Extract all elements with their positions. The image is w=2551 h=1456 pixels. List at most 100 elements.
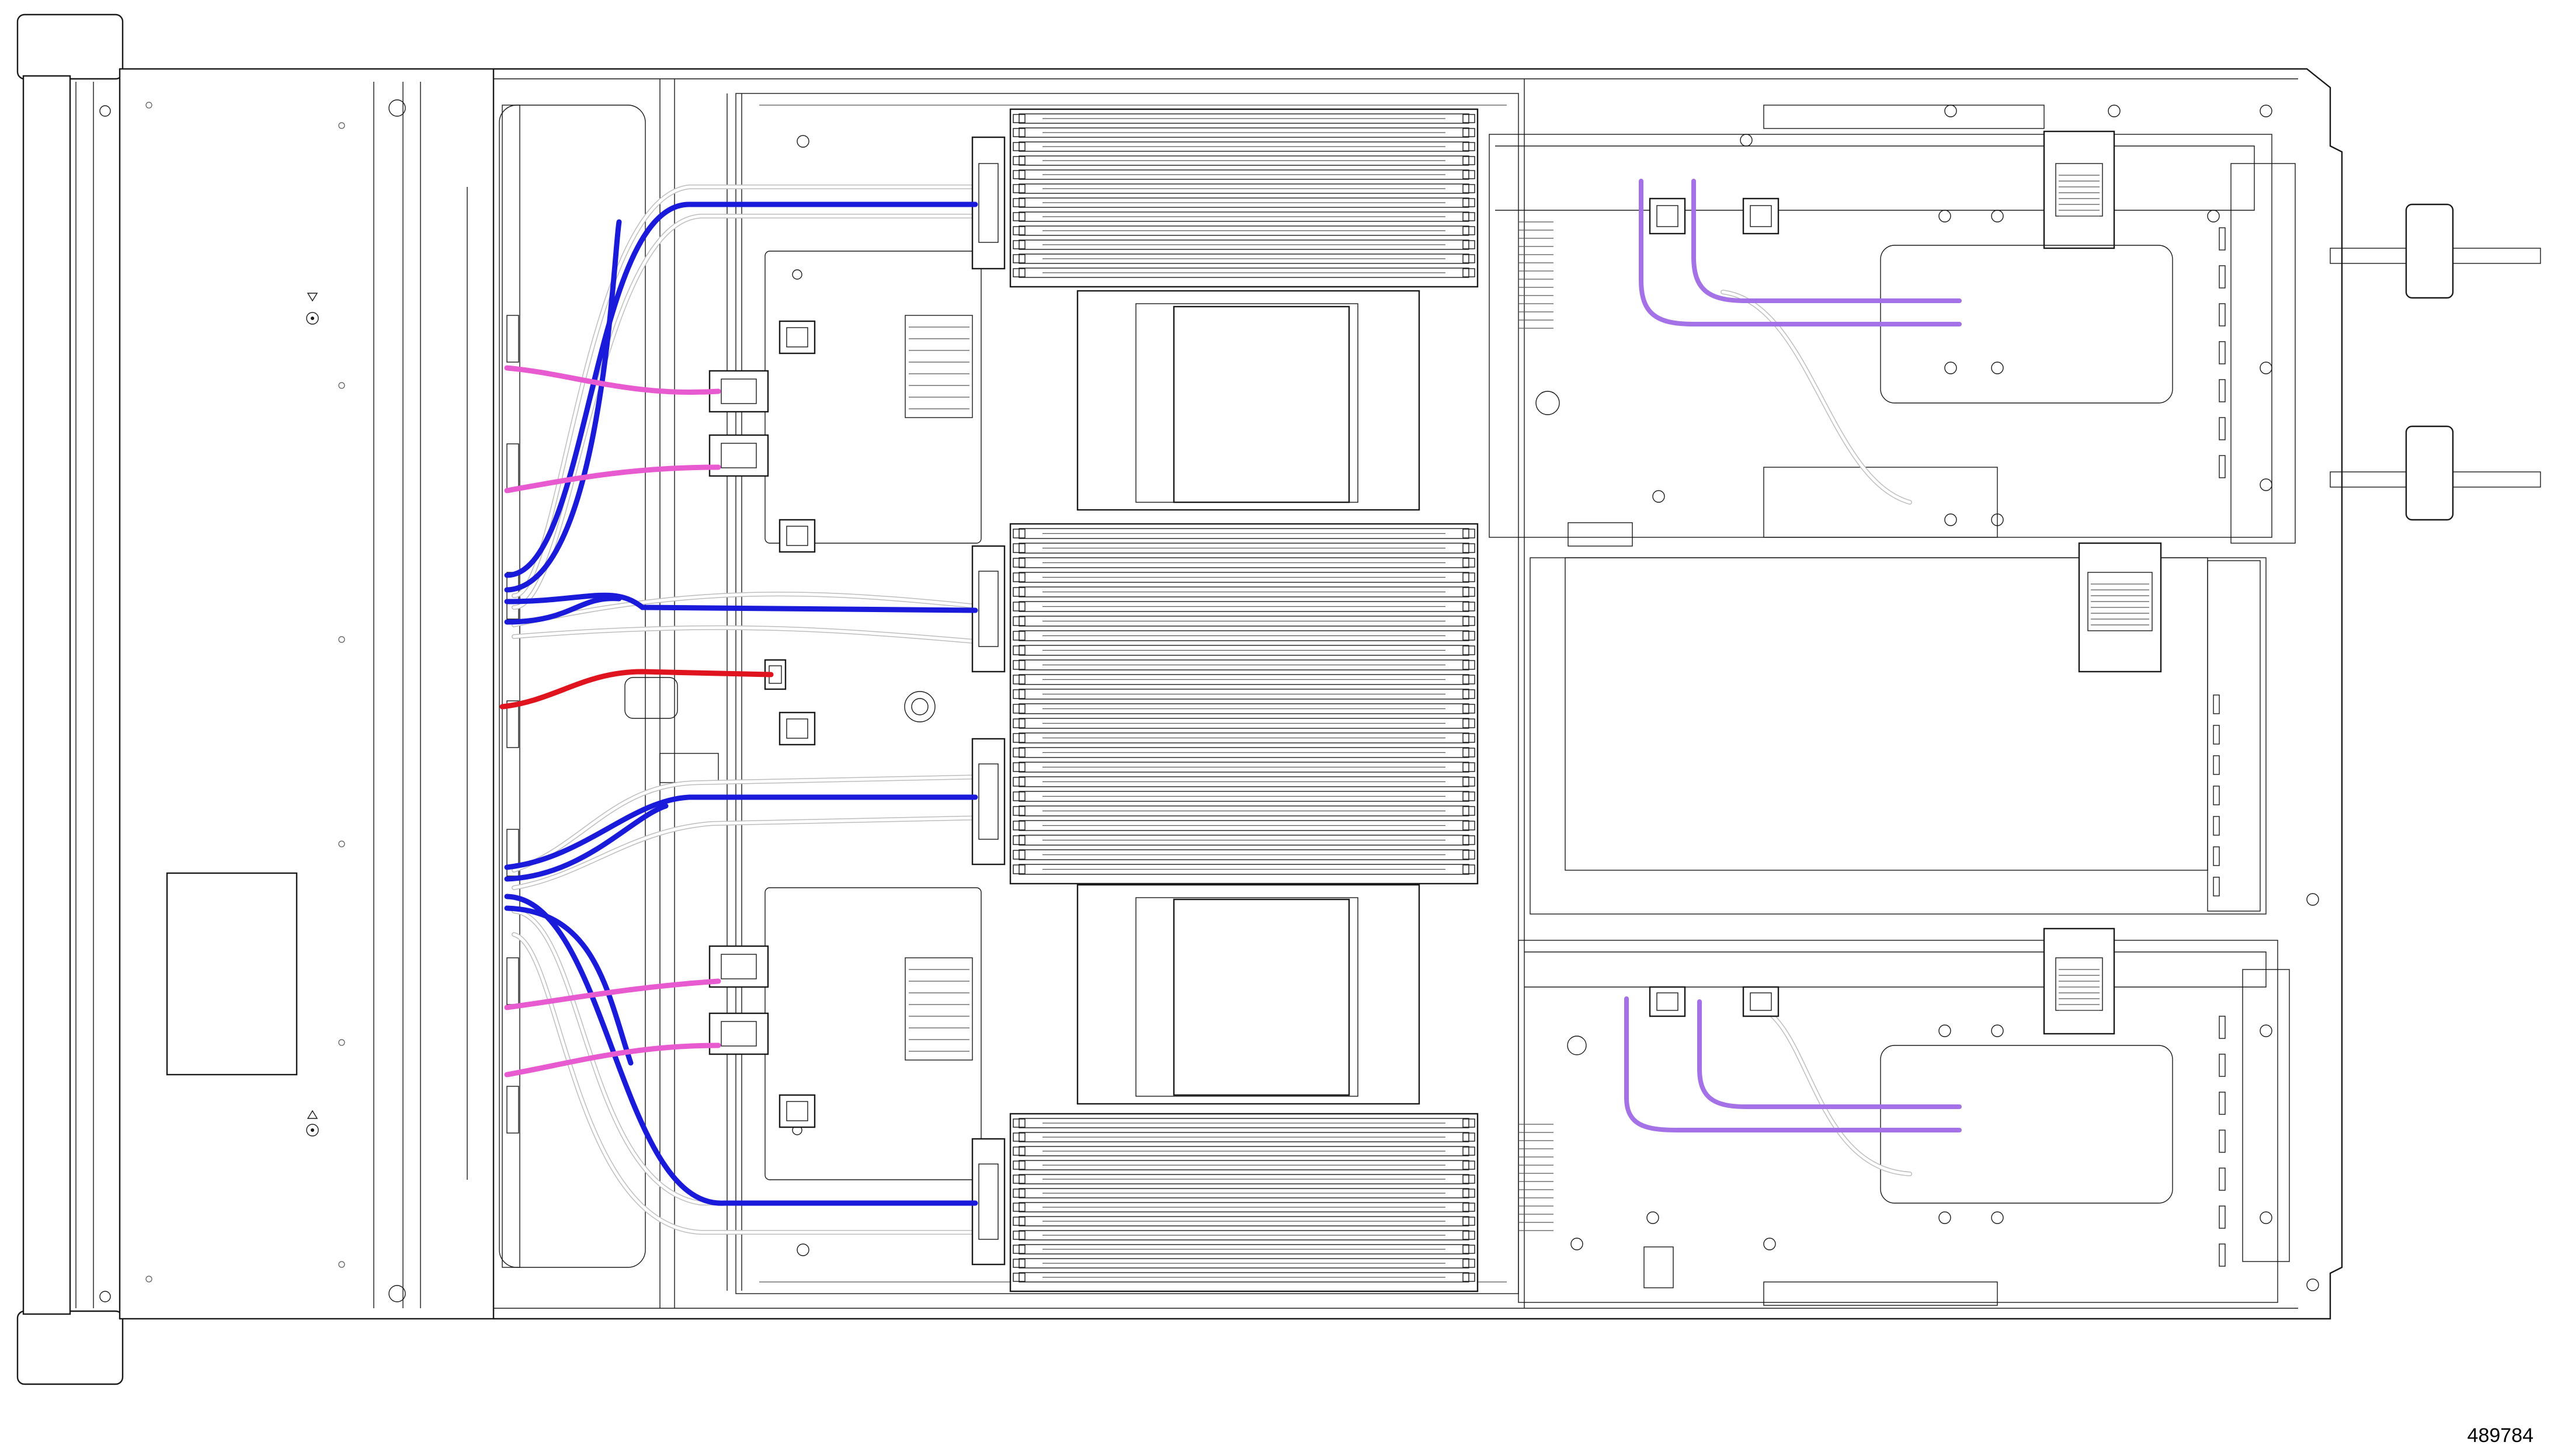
- riser-center: [1530, 542, 2267, 915]
- dimm-module-icon: [1019, 747, 1469, 758]
- screw-icon: [1535, 391, 1560, 415]
- dimm-bank: [1009, 1113, 1479, 1292]
- screw-icon: [1646, 1211, 1659, 1224]
- screw-icon: [1567, 1035, 1587, 1055]
- dimm-module-icon: [1019, 127, 1469, 138]
- blue-cable-8: [504, 905, 634, 1066]
- dimm-module-icon: [1019, 835, 1469, 846]
- dimm-module-icon: [1019, 239, 1469, 250]
- rear-handles: [2330, 203, 2541, 521]
- cpu-zone-top: [764, 251, 982, 544]
- cpu-heatsink-bottom: [1076, 884, 1420, 1105]
- right-details: [1518, 105, 2319, 1291]
- cpu-zone-bottom: [764, 887, 982, 1180]
- dimm-module-icon: [1019, 1244, 1469, 1255]
- screw-icon: [99, 99, 406, 1302]
- dimm-module-icon: [1019, 197, 1469, 208]
- dimm-module-icon: [1019, 1146, 1469, 1156]
- purple-cable-4: [1697, 999, 1962, 1109]
- midplane: [467, 105, 936, 1268]
- dimm-banks: [1009, 108, 1479, 1292]
- blue-cables: [504, 201, 978, 1206]
- dimm-module-icon: [1019, 645, 1469, 656]
- screw-icon: [1944, 105, 1957, 117]
- figure-id: 489784: [2467, 1424, 2533, 1447]
- dimm-module-icon: [1019, 1216, 1469, 1226]
- dimm-module-icon: [1019, 1272, 1469, 1283]
- screw-icon: [1991, 210, 2004, 223]
- pink-cable-1: [504, 365, 721, 395]
- connector-icon: [1643, 1246, 1674, 1288]
- dimm-module-icon: [1019, 805, 1469, 816]
- dimm-module-icon: [1019, 1202, 1469, 1212]
- dimm-module-icon: [1019, 113, 1469, 124]
- connector-icon: [971, 738, 1006, 866]
- screw-icon: [1938, 210, 1951, 223]
- dimm-module-icon: [1019, 1132, 1469, 1142]
- connector-icon: [778, 711, 816, 746]
- connector-icon: [778, 320, 816, 355]
- dimm-module-icon: [1019, 1174, 1469, 1184]
- screw-icon: [1944, 513, 1957, 526]
- dimm-module-icon: [1019, 1160, 1469, 1170]
- dimm-module-icon: [1019, 762, 1469, 773]
- screw-icon: [2306, 893, 2319, 906]
- blue-cable-2: [504, 219, 622, 593]
- cpu-heatsink-top: [1076, 290, 1420, 511]
- blue-cable-4: [504, 596, 622, 625]
- dimm-module-icon: [1019, 211, 1469, 222]
- dimm-bank: [1009, 523, 1479, 885]
- screw-icon: [2306, 1278, 2319, 1291]
- blue-cable-3: [504, 592, 978, 613]
- red-cable: [499, 669, 774, 710]
- dimm-module-icon: [1019, 528, 1469, 539]
- gray-cable-bundles: [512, 185, 1912, 1235]
- dimm-module-icon: [1019, 689, 1469, 700]
- screw-icon: [1991, 1211, 2004, 1224]
- dimm-module-icon: [1019, 718, 1469, 729]
- screw-icon: [2260, 105, 2272, 117]
- screw-icon: [1570, 1238, 1583, 1250]
- screw-icon: [2260, 362, 2272, 374]
- screw-icon: [1938, 1024, 1951, 1037]
- dimm-module-icon: [1019, 776, 1469, 787]
- dimm-module-icon: [1019, 1188, 1469, 1198]
- connector-icon: [1649, 986, 1686, 1017]
- dimm-module-icon: [1019, 572, 1469, 583]
- connector-icon: [778, 1094, 816, 1128]
- screw-icon: [2260, 1024, 2272, 1037]
- dimm-bank: [1009, 108, 1479, 288]
- screw-icon: [1938, 1211, 1951, 1224]
- dimm-module-icon: [1019, 183, 1469, 194]
- screw-icon: [1991, 513, 2004, 526]
- dimm-module-icon: [1019, 820, 1469, 831]
- screw-icon: [1740, 134, 1753, 147]
- dimm-module-icon: [1019, 155, 1469, 166]
- screw-icon: [2260, 1211, 2272, 1224]
- pink-cables: [504, 365, 721, 1078]
- screw-icon: [1991, 1024, 2004, 1037]
- connector-icon: [778, 519, 816, 553]
- purple-cable-3: [1624, 996, 1962, 1132]
- purple-cables: [1624, 179, 1962, 1132]
- dimm-module-icon: [1019, 1258, 1469, 1269]
- dimm-module-icon: [1019, 543, 1469, 554]
- blue-cable-5: [504, 794, 978, 870]
- dimm-module-icon: [1019, 141, 1469, 152]
- dimm-module-icon: [1019, 225, 1469, 236]
- heatsink-icon: [905, 957, 973, 1061]
- dimm-module-icon: [1019, 674, 1469, 685]
- dimm-module-icon: [1019, 732, 1469, 743]
- dimm-module-icon: [1019, 849, 1469, 860]
- connector-icon: [1568, 522, 1633, 547]
- dimm-module-icon: [1019, 703, 1469, 714]
- purple-cable-1: [1639, 179, 1962, 326]
- blue-cable-6: [504, 803, 669, 882]
- dimm-module-icon: [1019, 253, 1469, 264]
- screw-icon: [2108, 105, 2121, 117]
- dimm-module-icon: [1019, 601, 1469, 612]
- dimm-module-icon: [1019, 169, 1469, 180]
- dimm-module-icon: [1019, 1118, 1469, 1128]
- screw-icon: [1991, 362, 2004, 374]
